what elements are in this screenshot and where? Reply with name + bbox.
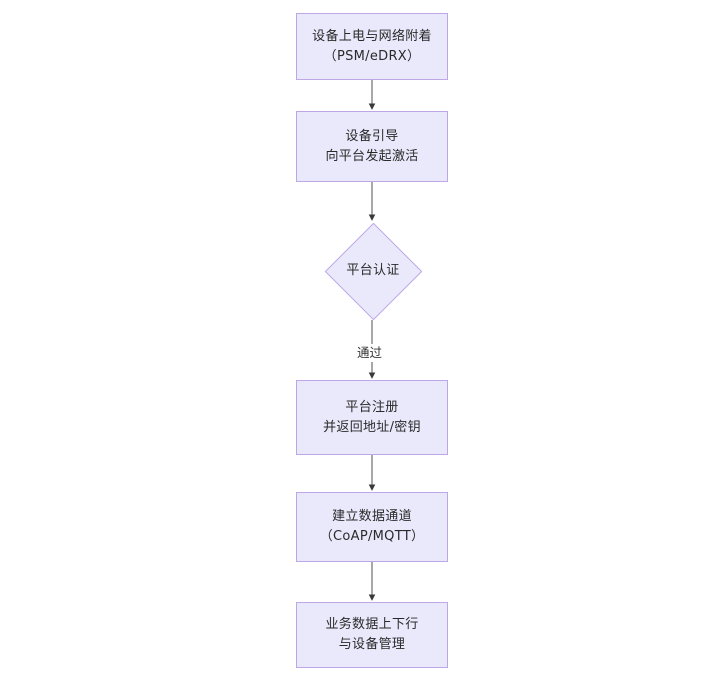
flow-node-bootstrap-label: 设备引导 向平台发起激活: [325, 128, 419, 164]
flow-node-data-and-device-management-label: 业务数据上下行 与设备管理: [325, 617, 419, 652]
flow-node-platform-register[interactable]: 平台注册 并返回地址/密钥: [296, 380, 448, 455]
edge-label-auth-pass: 通过: [354, 344, 386, 362]
flow-node-bootstrap[interactable]: 设备引导 向平台发起激活: [296, 111, 448, 182]
flow-node-platform-auth-label: 平台认证: [346, 263, 400, 278]
flow-node-platform-auth-decision[interactable]: 平台认证: [324, 222, 422, 320]
flow-node-power-attach[interactable]: 设备上电与网络附着 （PSM/eDRX）: [296, 13, 448, 80]
flow-node-power-attach-label: 设备上电与网络附着 （PSM/eDRX）: [312, 28, 432, 64]
flow-node-data-and-device-management[interactable]: 业务数据上下行 与设备管理: [296, 602, 448, 668]
flow-node-data-channel-label: 建立数据通道 （CoAP/MQTT）: [319, 509, 425, 544]
flow-node-data-channel[interactable]: 建立数据通道 （CoAP/MQTT）: [296, 492, 448, 562]
flow-node-platform-register-label: 平台注册 并返回地址/密钥: [323, 399, 421, 435]
